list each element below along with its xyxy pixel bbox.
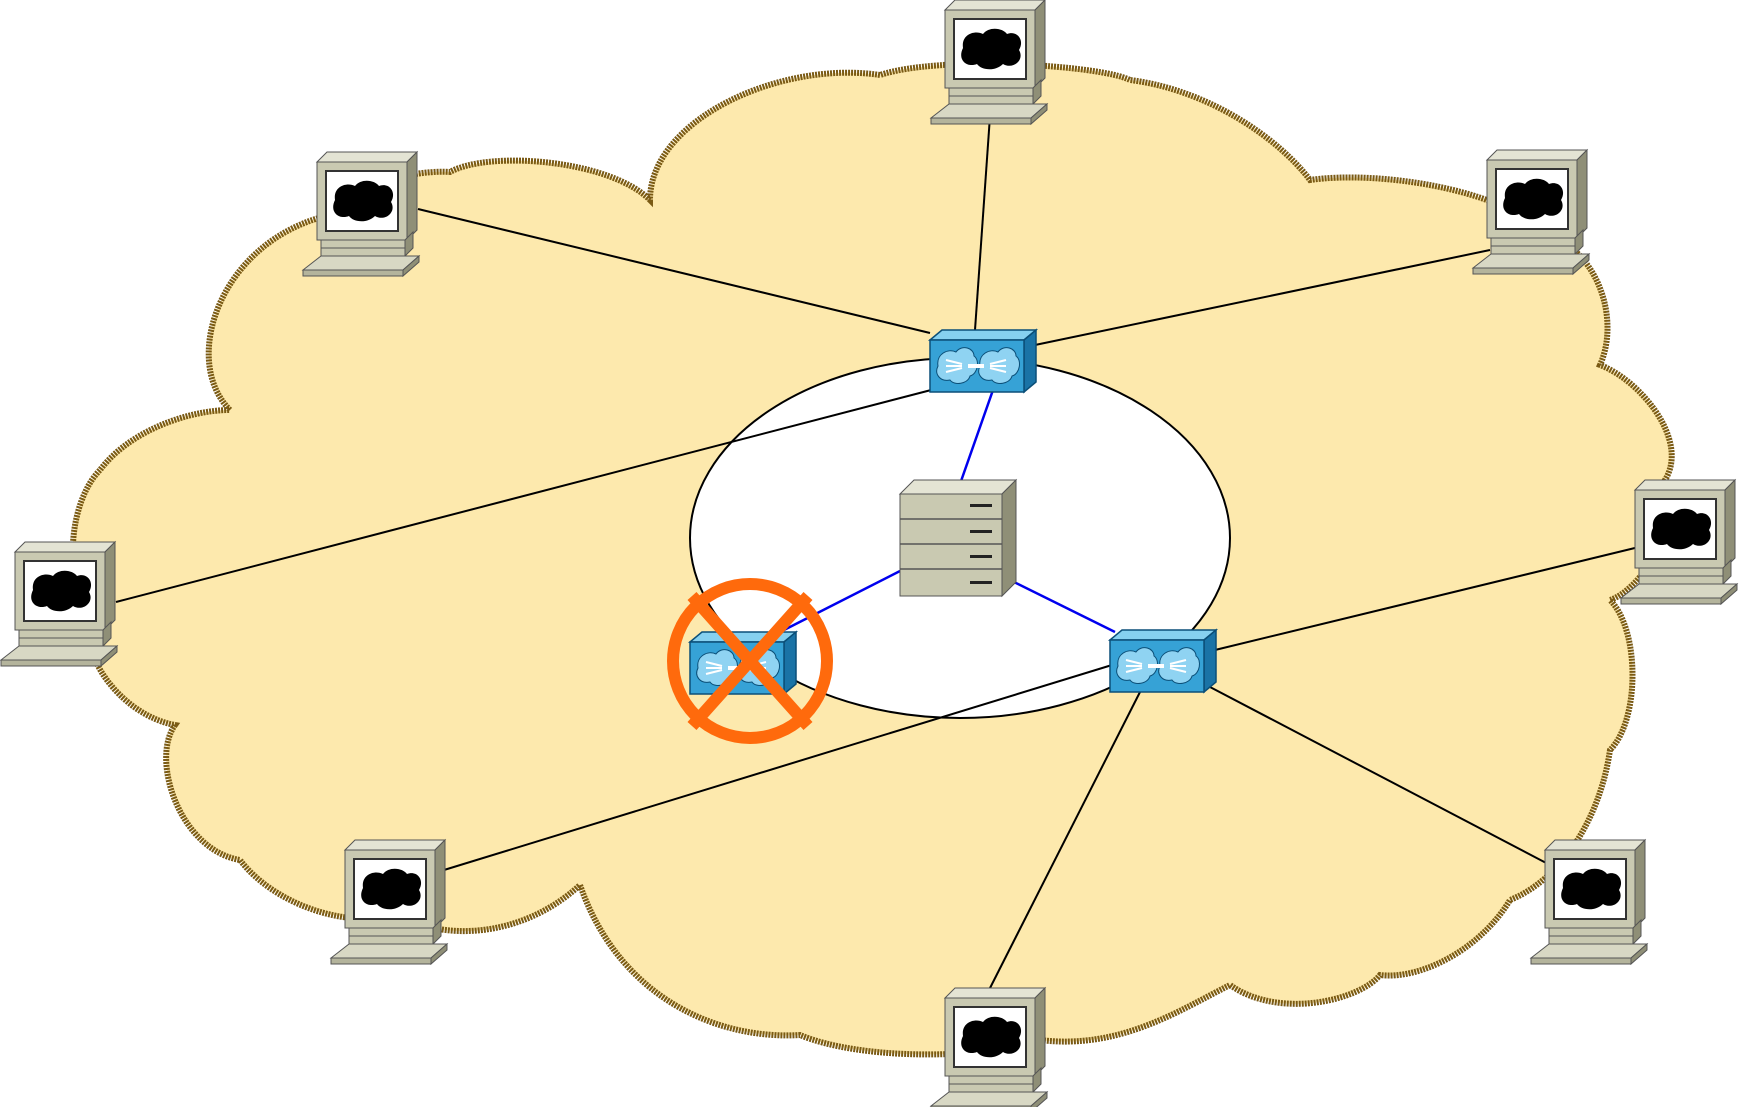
- computer-lower-right[interactable]: [1530, 839, 1648, 965]
- computer-upper-left[interactable]: [302, 151, 420, 277]
- access-links: [115, 115, 1640, 993]
- link-server-switch-right: [1009, 578, 1116, 634]
- link-switch-top-computer-top: [974, 115, 991, 331]
- computer-top[interactable]: [930, 0, 1048, 125]
- computer-left[interactable]: [0, 541, 118, 667]
- computer-right[interactable]: [1620, 479, 1738, 605]
- link-server-switch-top: [958, 389, 995, 485]
- link-switch-top-computer-upper-right: [1034, 249, 1491, 346]
- link-switch-right-computer-bottom: [987, 691, 1141, 993]
- server[interactable]: [899, 479, 1017, 597]
- link-switch-top-computer-upper-left: [417, 208, 931, 334]
- computer-bottom[interactable]: [930, 987, 1048, 1107]
- link-switch-right-computer-lower-right: [1209, 686, 1551, 866]
- computer-upper-right[interactable]: [1472, 149, 1590, 275]
- switch-right[interactable]: [1109, 629, 1217, 693]
- link-switch-right-computer-lower-left: [443, 664, 1113, 871]
- computer-lower-left[interactable]: [330, 839, 448, 965]
- core-links: [781, 389, 1116, 634]
- link-server-switch-left: [781, 568, 903, 633]
- link-switch-top-computer-left: [115, 388, 936, 603]
- failure-x-icon: [667, 578, 833, 744]
- link-switch-right-computer-right: [1214, 546, 1640, 651]
- switch-top[interactable]: [929, 329, 1037, 393]
